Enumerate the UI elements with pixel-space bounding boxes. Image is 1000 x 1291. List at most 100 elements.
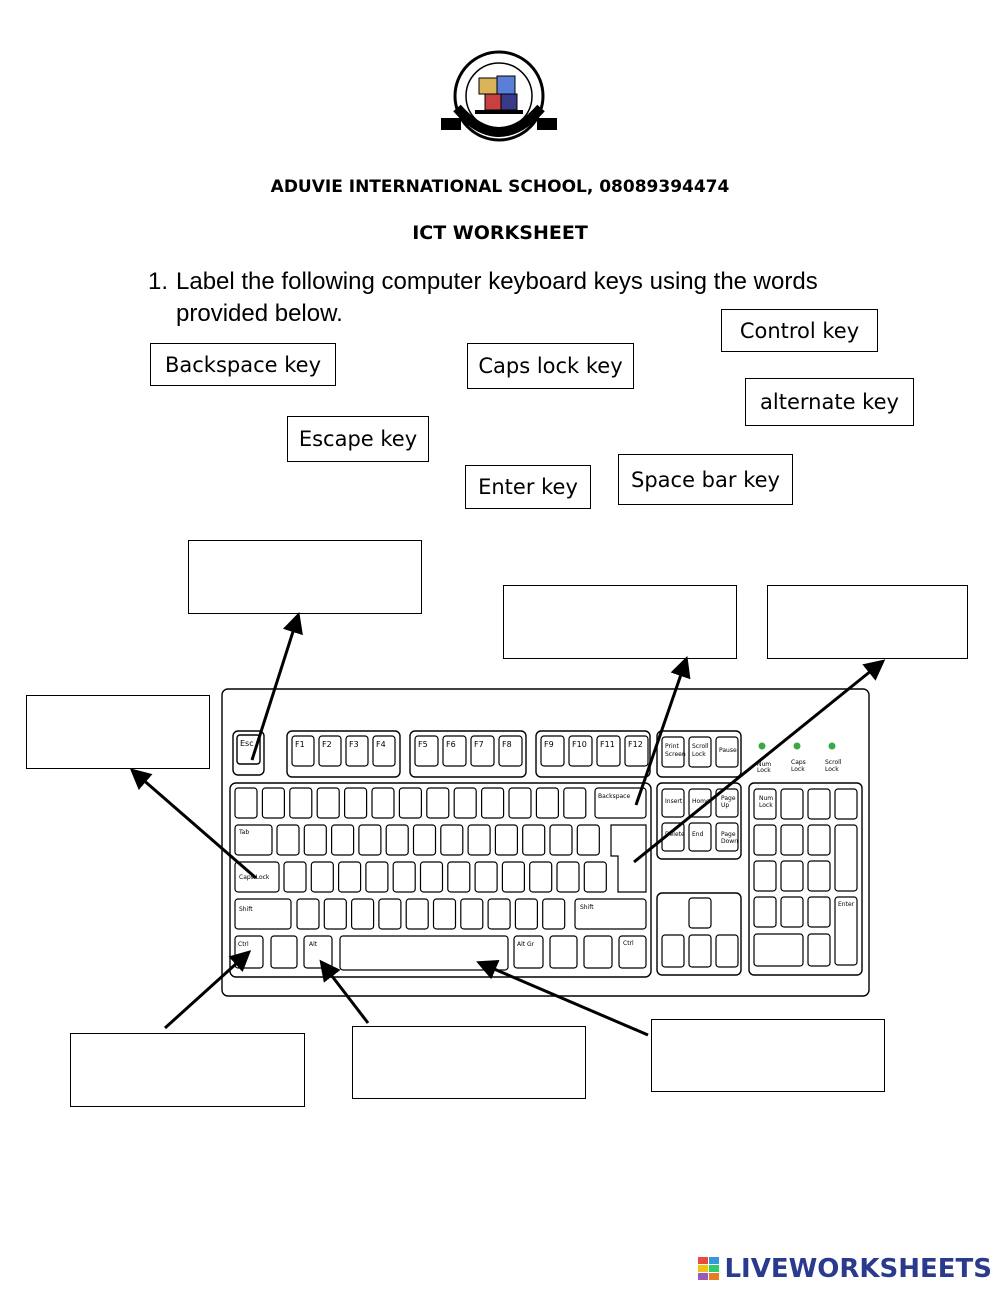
- key-esc: Esc: [240, 739, 254, 748]
- word-enter-key[interactable]: Enter key: [465, 465, 591, 509]
- key-number-row: [535, 787, 560, 819]
- liveworksheets-icon: [698, 1257, 720, 1280]
- key-label: F12: [628, 740, 643, 749]
- key-arrow: [688, 934, 712, 968]
- key-backspace-cap: [594, 787, 647, 819]
- key-letter: [556, 861, 580, 893]
- key-letter: [522, 824, 546, 856]
- svg-text:Down: Down: [721, 838, 738, 845]
- key-letter: [583, 861, 607, 893]
- key-letter: [351, 898, 375, 930]
- svg-text:Caps: Caps: [791, 759, 806, 766]
- answer-box-caps-lock[interactable]: [26, 695, 210, 769]
- key-backspace: Backspace: [598, 793, 630, 800]
- key-letter: [514, 898, 539, 930]
- key-menu: [583, 935, 613, 969]
- key-letter: [494, 824, 518, 856]
- key-numpad-plus: [834, 824, 858, 892]
- svg-text:Up: Up: [721, 802, 729, 809]
- key-letter: [549, 824, 573, 856]
- key-letter: [358, 824, 382, 856]
- key-number-row: [453, 787, 477, 819]
- key-letter: [392, 861, 416, 893]
- svg-text:Num: Num: [757, 761, 771, 768]
- key-letter: [440, 824, 464, 856]
- svg-text:Pause: Pause: [719, 747, 737, 754]
- answer-box-escape[interactable]: [188, 540, 422, 614]
- key-letter: [529, 861, 553, 893]
- word-caps-lock-key[interactable]: Caps lock key: [467, 343, 634, 389]
- key-number-row: [563, 787, 587, 819]
- key-label: F6: [446, 740, 456, 749]
- key-letter: [323, 898, 347, 930]
- svg-text:Page: Page: [721, 831, 736, 838]
- key-numpad-zero: [753, 933, 804, 967]
- key-nav-mid: [688, 822, 712, 852]
- key-number-row: [316, 787, 340, 819]
- key-nav-mid: [661, 788, 685, 818]
- arrow-escape: [250, 611, 303, 761]
- key-f7: [470, 735, 495, 767]
- answer-box-ctrl[interactable]: [70, 1033, 305, 1107]
- svg-text:Lock: Lock: [692, 751, 706, 758]
- key-label: F8: [502, 740, 512, 749]
- key-f3: [345, 735, 369, 767]
- key-tab-cap: [234, 824, 273, 856]
- svg-text:Page: Page: [721, 795, 736, 802]
- svg-text:Lock: Lock: [791, 766, 805, 773]
- liveworksheets-logo: LIVEWORKSHEETS: [698, 1254, 992, 1284]
- svg-text:Lock: Lock: [757, 767, 771, 774]
- word-space-bar-key[interactable]: Space bar key: [618, 454, 793, 505]
- key-f9: [540, 735, 565, 767]
- svg-text:Scroll: Scroll: [825, 759, 842, 766]
- key-nav-mid: [688, 788, 712, 818]
- key-nav-top: [661, 736, 685, 768]
- key-number-row: [371, 787, 395, 819]
- key-label: F1: [295, 740, 305, 749]
- key-letter: [474, 861, 498, 893]
- key-numpad-enter-cap: [834, 896, 858, 966]
- word-backspace-key[interactable]: Backspace key: [150, 343, 336, 386]
- key-alt: Alt: [309, 941, 318, 948]
- key-letter: [405, 898, 429, 930]
- key-nav-mid: [715, 788, 739, 818]
- key-label: F10: [572, 740, 587, 749]
- key-numpad: [753, 896, 777, 928]
- key-number-row: [508, 787, 532, 819]
- key-letter: [365, 861, 389, 893]
- key-number-row: [234, 787, 258, 819]
- key-number-row: [289, 787, 313, 819]
- key-letter: [447, 861, 471, 893]
- key-numpad: [780, 788, 804, 820]
- key-letter: [467, 824, 491, 856]
- word-control-key[interactable]: Control key: [721, 309, 878, 352]
- key-alt-cap: [303, 935, 333, 969]
- key-numpad: [780, 824, 804, 856]
- arrow-ctrl: [163, 950, 252, 1030]
- arrow-backspace: [634, 656, 691, 806]
- key-label: F9: [544, 740, 554, 749]
- key-num-lock: Num: [759, 795, 773, 802]
- svg-text:Lock: Lock: [759, 802, 773, 809]
- key-letter: [283, 861, 307, 893]
- answer-box-enter[interactable]: [767, 585, 968, 659]
- answer-box-space-bar[interactable]: [651, 1019, 885, 1092]
- key-shift-left: Shift: [239, 906, 253, 913]
- key-letter: [487, 898, 511, 930]
- key-ctrl-right-cap: [618, 935, 647, 969]
- answer-box-backspace[interactable]: [503, 585, 737, 659]
- key-letter: [419, 861, 444, 893]
- word-alternate-key[interactable]: alternate key: [745, 378, 914, 426]
- key-numpad: [807, 896, 831, 928]
- key-f4: [372, 735, 396, 767]
- key-f11: [596, 735, 621, 767]
- key-ctrl-right: Ctrl: [623, 940, 634, 947]
- arrow-caps-lock: [129, 768, 257, 880]
- key-space-bar: [339, 935, 509, 971]
- key-label: F7: [474, 740, 484, 749]
- answer-box-alt[interactable]: [352, 1026, 586, 1099]
- svg-text:Home: Home: [692, 798, 710, 805]
- key-number-row: [261, 787, 285, 819]
- key-arrow: [715, 934, 739, 968]
- word-escape-key[interactable]: Escape key: [287, 416, 429, 462]
